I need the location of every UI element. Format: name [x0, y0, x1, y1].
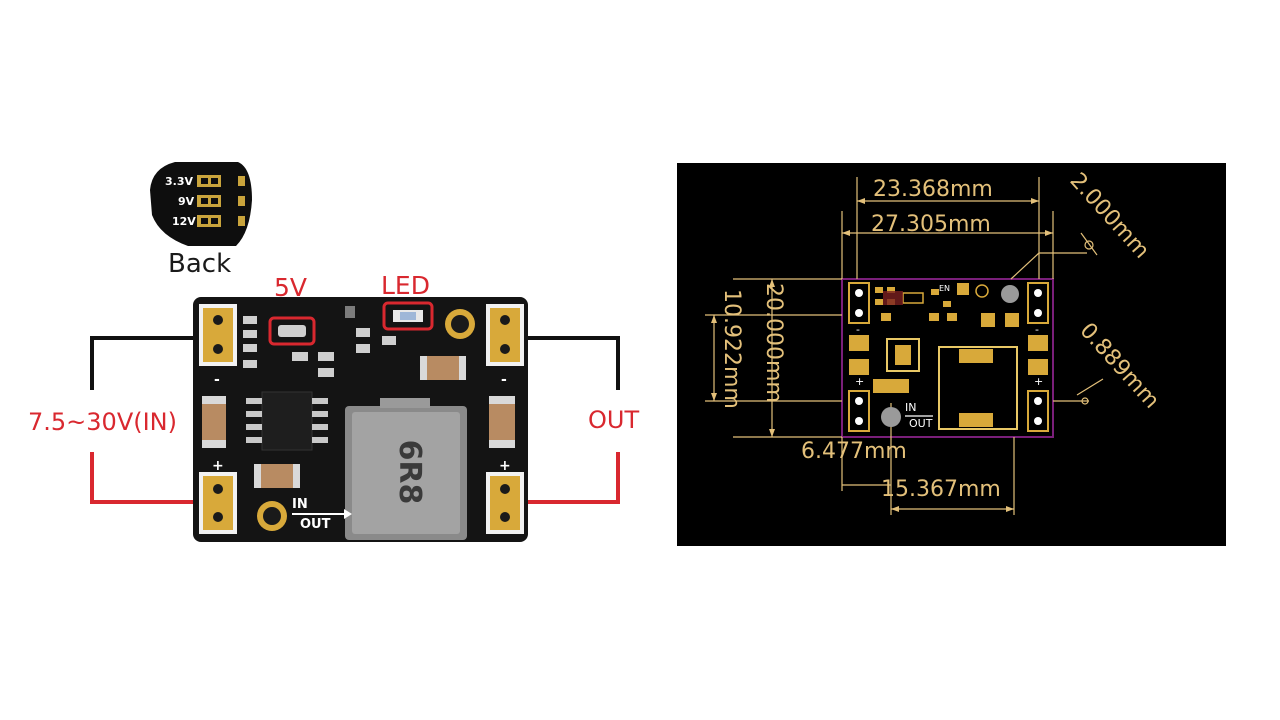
- resistor: [318, 352, 334, 361]
- back-option-12v: 12V: [172, 215, 245, 228]
- back-label: Back: [168, 249, 231, 279]
- back-option-9v: 9V: [178, 195, 245, 208]
- transistor: [345, 306, 355, 318]
- input-positive-wire: [90, 452, 216, 504]
- resistor: [356, 328, 370, 337]
- back-inset: 3.3V 9V 12V: [150, 162, 252, 246]
- pad-out-negative: [486, 304, 524, 366]
- jumper-5v: [278, 325, 306, 337]
- inductor-marking: 6R8: [392, 440, 427, 505]
- svg-text:12V: 12V: [172, 215, 196, 228]
- resistor: [243, 316, 257, 324]
- capacitor: [489, 396, 515, 448]
- svg-text:9V: 9V: [178, 195, 195, 208]
- pcb-silk-in: IN: [905, 401, 916, 414]
- output-negative-wire: [506, 336, 620, 390]
- inductor: 6R8: [345, 398, 467, 540]
- dim-height-outer: 20.000mm: [761, 283, 786, 403]
- resistor: [356, 344, 370, 353]
- label-output: OUT: [588, 406, 639, 434]
- dim-offset: 6.477mm: [801, 439, 907, 464]
- pad-in-negative: [199, 304, 237, 366]
- pcb-silk-plus-left: +: [855, 375, 864, 388]
- input-negative-wire: [90, 336, 216, 390]
- silk-in: IN: [292, 497, 308, 512]
- led-highlight: [382, 301, 434, 331]
- dim-width-inner: 23.368mm: [873, 177, 993, 202]
- resistor: [243, 344, 257, 352]
- pcb-silk-minus-left: -: [856, 323, 860, 336]
- pcb-layout-panel: 23.368mm 27.305mm 20.000mm 10.922mm 2.00…: [677, 163, 1226, 546]
- pcb-silk-plus-right: +: [1034, 375, 1043, 388]
- resistor: [382, 336, 396, 345]
- resistor: [292, 352, 308, 361]
- silk-plus-left: +: [212, 458, 224, 474]
- back-option-3v3: 3.3V: [165, 175, 245, 188]
- pad-in-positive: [199, 472, 237, 534]
- dim-inductor: 15.367mm: [881, 477, 1001, 502]
- pcb-pads: [848, 282, 1049, 432]
- pcb-silk-out: OUT: [909, 417, 933, 430]
- module-photo: 3.3V 9V 12V Back 5V LED 7.5~30V(IN) OUT: [28, 162, 639, 542]
- silk-out: OUT: [300, 517, 331, 532]
- resistor: [243, 360, 257, 368]
- resistor: [318, 368, 334, 377]
- silk-plus-right: +: [499, 458, 511, 474]
- silk-minus-left: -: [214, 372, 220, 388]
- svg-text:3.3V: 3.3V: [165, 175, 193, 188]
- pad-out-positive: [486, 472, 524, 534]
- resistor: [243, 330, 257, 338]
- dim-height-inner: 10.922mm: [719, 289, 744, 409]
- label-led: LED: [381, 271, 430, 300]
- label-input: 7.5~30V(IN): [28, 408, 177, 436]
- capacitor: [420, 356, 466, 380]
- dim-width-outer: 27.305mm: [871, 212, 991, 237]
- silk-minus-right: -: [501, 372, 507, 388]
- dim-hole: 2.000mm: [1065, 168, 1154, 263]
- board-outline: [841, 278, 1054, 438]
- output-positive-wire: [506, 452, 620, 504]
- jumper-5v-highlight: [268, 316, 316, 346]
- capacitor: [254, 464, 300, 488]
- dimension-lines: [705, 177, 1104, 515]
- capacitor: [202, 396, 226, 448]
- pcb-silk-en: EN: [939, 284, 950, 293]
- pcb-silk-minus-right: -: [1035, 323, 1039, 336]
- regulator-ic: [246, 391, 328, 451]
